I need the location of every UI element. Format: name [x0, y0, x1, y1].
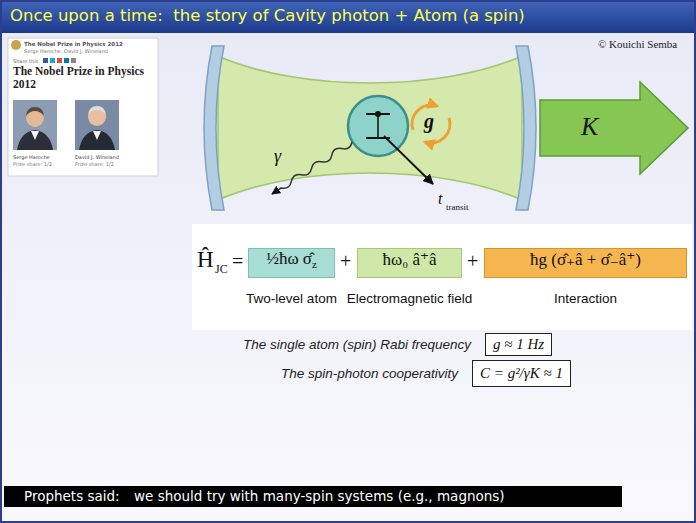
value-box: C = g²/γK ≈ 1: [472, 360, 571, 387]
message-band: Prophets said: we should try with many-sp…: [4, 486, 622, 507]
equation-term: ½ħω σ̂: [266, 249, 312, 268]
prize-heading: The Nobel Prize in Physics 2012: [13, 65, 153, 91]
photo-hair: [26, 107, 44, 116]
decay-rate-symbol: K: [581, 112, 598, 142]
laureate-name: David J. Wineland: [75, 154, 119, 160]
hamiltonian-panel: ĤJC=++½ħω σ̂zTwo-level atomħω₀ â⁺âElectr…: [192, 224, 692, 330]
cavity-mirror: [204, 46, 224, 210]
atom-circle: [348, 96, 408, 156]
emission-wave: [272, 142, 352, 194]
term-caption: Interaction: [554, 291, 617, 307]
prize-share: Prize share: 1/2: [13, 161, 52, 167]
photo-suit: [79, 130, 115, 150]
leak-arrow: [540, 82, 688, 174]
photo-shirt: [93, 131, 101, 140]
transit-arrow: [384, 136, 433, 184]
description-text: The spin-photon cooperativity: [281, 366, 458, 381]
equals-sign: =: [232, 250, 243, 273]
plus-sign: +: [340, 250, 351, 273]
value-text: C = g²/γK ≈ 1: [480, 365, 563, 381]
share-icon: [50, 58, 55, 63]
photo-background: [75, 100, 119, 150]
photo-hair: [88, 106, 106, 115]
cavity-mode-beam: [218, 56, 522, 200]
header-band: [0, 0, 696, 33]
page-header-text: The Nobel Prize in Physics 2012: [24, 41, 123, 47]
share-icon: [57, 58, 62, 63]
laureate-photo: [75, 100, 119, 150]
equation-term: ħω₀ â⁺â: [383, 250, 437, 269]
atom-state-dot: [375, 111, 381, 117]
photo-background: [13, 100, 57, 150]
share-icon: [64, 58, 69, 63]
nobel-screenshot: The Nobel Prize in Physics 2012Serge Har…: [8, 38, 158, 176]
screenshot-panel: [8, 38, 158, 176]
cavity-mirror: [516, 46, 536, 210]
interaction-term-box: ħg (σ̂₊â + σ̂₋â⁺)Interaction: [484, 248, 687, 278]
share-icons: [43, 58, 76, 63]
field-term-box: ħω₀ â⁺âElectromagnetic field: [357, 248, 462, 278]
page-subheader-text: Serge Haroche, David J. Wineland: [24, 48, 108, 54]
value-box: g ≈ 1 Hz: [485, 333, 552, 356]
share-icon: [43, 58, 48, 63]
hamiltonian-symbol: Ĥ: [197, 247, 214, 273]
decay-rate-symbol: γ: [274, 146, 281, 167]
hamiltonian-subscript: JC: [215, 262, 228, 277]
photo-shirt: [31, 131, 39, 140]
slide-title: Once upon a time: the story of Cavity ph…: [10, 6, 525, 25]
laureate-name: Serge Haroche: [13, 154, 50, 160]
description-text: The single atom (spin) Rabi frequency: [243, 337, 471, 352]
atom-term-box: ½ħω σ̂zTwo-level atom: [248, 248, 335, 278]
equation-subscript: z: [312, 258, 317, 270]
transit-time-subscript: transit: [446, 202, 469, 212]
message-lead: Prophets said:: [24, 487, 120, 505]
prize-share: Prize share: 1/2: [75, 161, 114, 167]
copyright-note: © Kouichi Semba: [598, 38, 677, 50]
transit-time-symbol: t: [438, 190, 442, 208]
laureate-photo: [13, 100, 57, 150]
share-icon: [71, 58, 76, 63]
share-text: Share this:: [13, 58, 40, 64]
nobel-logo: [11, 40, 21, 50]
photo-suit: [17, 130, 53, 150]
coupling-symbol: g: [424, 110, 434, 133]
message-text: we should try with many-spin systems (e.…: [134, 487, 505, 505]
plus-sign: +: [467, 250, 478, 273]
term-caption: Two-level atom: [246, 291, 337, 307]
term-caption: Electromagnetic field: [347, 291, 472, 307]
value-text: g ≈ 1 Hz: [493, 336, 544, 352]
transition-line: [377, 114, 379, 138]
equation-term: ħg (σ̂₊â + σ̂₋â⁺): [530, 250, 641, 269]
